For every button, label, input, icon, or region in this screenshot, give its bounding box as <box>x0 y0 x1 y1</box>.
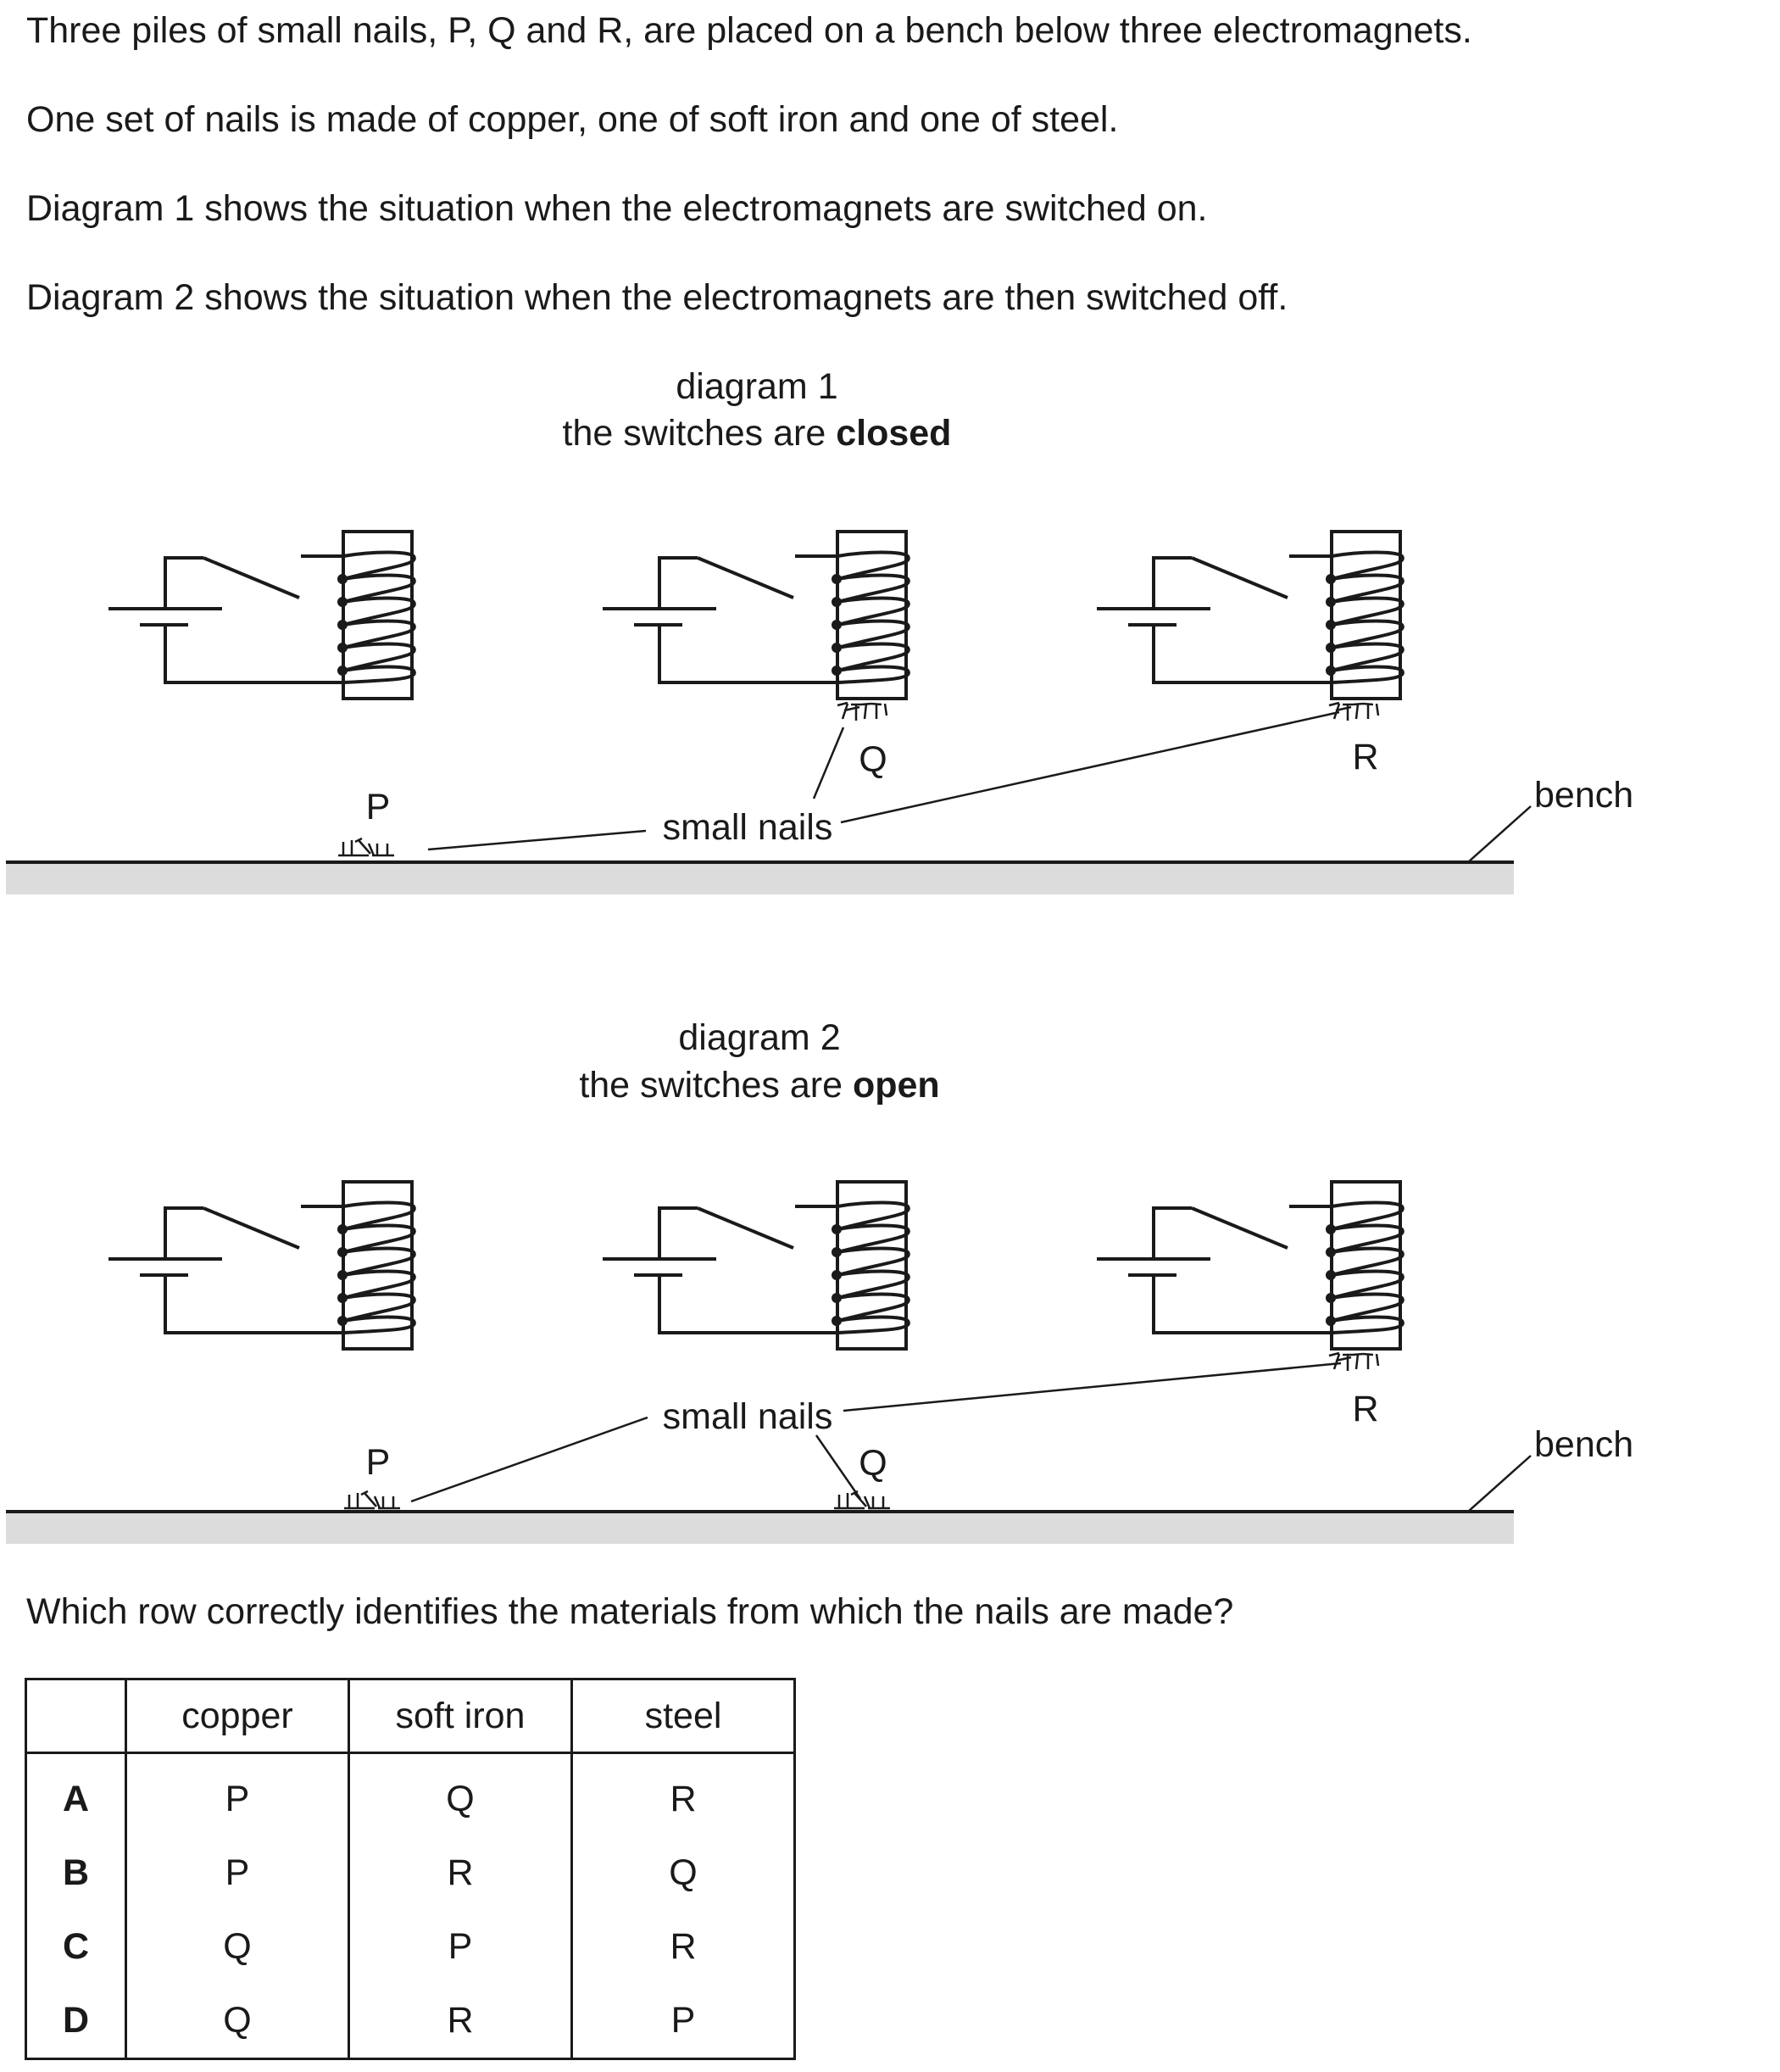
diagram2-leader-lines <box>410 1362 1532 1512</box>
diagram2-caption: the switches are open <box>579 1065 939 1106</box>
diagram1-caption: the switches are closed <box>563 413 952 454</box>
row-label: D <box>25 1984 127 2060</box>
cell-steel: R <box>570 1910 796 1984</box>
cell-copper: P <box>125 1836 350 1910</box>
diagram1-title: diagram 1 <box>676 366 837 407</box>
table-row-d[interactable]: D Q R P <box>25 1984 796 2060</box>
diagram1-leader-lines <box>427 710 1532 863</box>
diagram1-label-bench: bench <box>1534 775 1633 816</box>
diagram1-circuit-1 <box>107 530 416 700</box>
cell-steel: R <box>570 1752 796 1836</box>
header-blank <box>25 1678 127 1754</box>
table-row-a[interactable]: A P Q R <box>25 1752 796 1836</box>
intro-line-3: Diagram 1 shows the situation when the e… <box>26 188 1208 229</box>
diagram1-nails-q <box>836 701 888 722</box>
cell-soft-iron: Q <box>348 1752 573 1836</box>
header-steel: steel <box>570 1678 796 1754</box>
table-row-c[interactable]: C Q P R <box>25 1910 796 1984</box>
cell-soft-iron: R <box>348 1836 573 1910</box>
diagram2-label-q: Q <box>859 1443 887 1484</box>
diagram2-title: diagram 2 <box>678 1017 840 1058</box>
cell-copper: Q <box>125 1984 350 2060</box>
diagram1-circuit-3 <box>1095 530 1405 700</box>
diagram2-nails-r <box>1327 1351 1380 1373</box>
diagram1-label-p: P <box>366 787 391 827</box>
diagram1-label-small-nails: small nails <box>663 807 833 848</box>
intro-line-4: Diagram 2 shows the situation when the e… <box>26 277 1288 318</box>
cell-steel: Q <box>570 1836 796 1910</box>
answer-table: copper soft iron steel A P Q R B P R Q C… <box>25 1678 796 2060</box>
header-soft-iron: soft iron <box>348 1678 573 1754</box>
diagram1-nails-p <box>337 837 396 857</box>
diagram2-circuit-2 <box>601 1180 910 1351</box>
table-header-row: copper soft iron steel <box>25 1678 796 1754</box>
cell-copper: Q <box>125 1910 350 1984</box>
diagram2-nails-p <box>342 1490 402 1510</box>
intro-line-2: One set of nails is made of copper, one … <box>26 99 1119 140</box>
cell-copper: P <box>125 1752 350 1836</box>
intro-line-1: Three piles of small nails, P, Q and R, … <box>26 10 1472 51</box>
diagram1-label-q: Q <box>859 739 887 780</box>
row-label: A <box>25 1752 127 1836</box>
diagram2-nails-q <box>832 1490 892 1510</box>
row-label: B <box>25 1836 127 1910</box>
diagram1-label-r: R <box>1352 737 1378 777</box>
question-text: Which row correctly identifies the mater… <box>26 1591 1234 1632</box>
header-copper: copper <box>125 1678 350 1754</box>
diagram2-label-r: R <box>1352 1389 1378 1429</box>
diagram2-circuit-1 <box>107 1180 416 1351</box>
diagram1-circuit-2 <box>601 530 910 700</box>
diagram2-bench <box>6 1513 1514 1544</box>
diagram2-label-small-nails: small nails <box>663 1396 833 1437</box>
diagram2-label-bench: bench <box>1534 1424 1633 1465</box>
cell-soft-iron: R <box>348 1984 573 2060</box>
cell-steel: P <box>570 1984 796 2060</box>
electromagnet-diagrams: diagram 1 the switches are closed P Q R … <box>6 366 1633 1544</box>
row-label: C <box>25 1910 127 1984</box>
diagram2-label-p: P <box>366 1442 391 1483</box>
cell-soft-iron: P <box>348 1910 573 1984</box>
diagram2-circuit-3 <box>1095 1180 1405 1351</box>
diagram1-bench <box>6 864 1514 894</box>
table-row-b[interactable]: B P R Q <box>25 1836 796 1910</box>
